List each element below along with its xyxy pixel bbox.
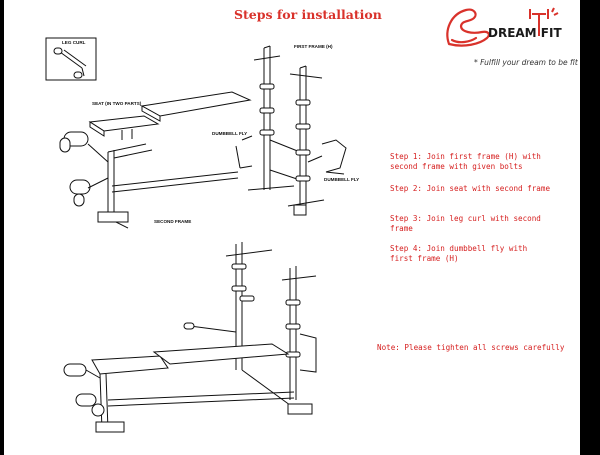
label-dumbbell-fly-left: DUMBBELL FLY	[212, 131, 248, 136]
dumbbell-fly-right-part	[307, 139, 347, 175]
label-second-frame: SECOND FRAME	[154, 219, 192, 224]
second-frame-part	[59, 131, 239, 229]
dumbbell-logo-icon	[529, 7, 559, 36]
step-2-text: Step 2: Join seat with second frame	[390, 184, 551, 193]
label-first-frame: FIRST FRAME (H)	[294, 44, 333, 49]
brand-logo-text: DREAM FIT	[488, 26, 562, 40]
label-dumbbell-fly-right: DUMBBELL FLY	[324, 177, 360, 182]
diagram-canvas	[45, 7, 559, 433]
exploded-diagram	[45, 37, 347, 433]
note-text: Note: Please tighten all screws carefull…	[377, 343, 565, 352]
brand-tagline: * Fulfill your dream to be fit *	[474, 58, 580, 67]
leg-curl-part	[53, 47, 87, 79]
label-seat: SEAT (IN TWO PARTS)	[92, 101, 142, 106]
assembled-bench-diagram	[63, 242, 317, 433]
page-title: Steps for installation	[234, 7, 382, 22]
dumbbell-fly-left-part	[235, 135, 253, 169]
seat-part	[88, 91, 252, 140]
label-leg-curl: LEG CURL	[62, 40, 86, 45]
flexed-arm-logo-icon	[446, 8, 490, 47]
leg-curl-inset-box	[45, 37, 97, 81]
step-3-text: Step 3: Join leg curl with second frame	[390, 214, 541, 233]
step-1-text: Step 1: Join first frame (H) with second…	[390, 152, 541, 171]
step-4-text: Step 4: Join dumbbell fly with first fra…	[390, 244, 528, 263]
instruction-sheet: Steps for installation	[4, 0, 580, 455]
first-frame-part	[247, 45, 325, 216]
